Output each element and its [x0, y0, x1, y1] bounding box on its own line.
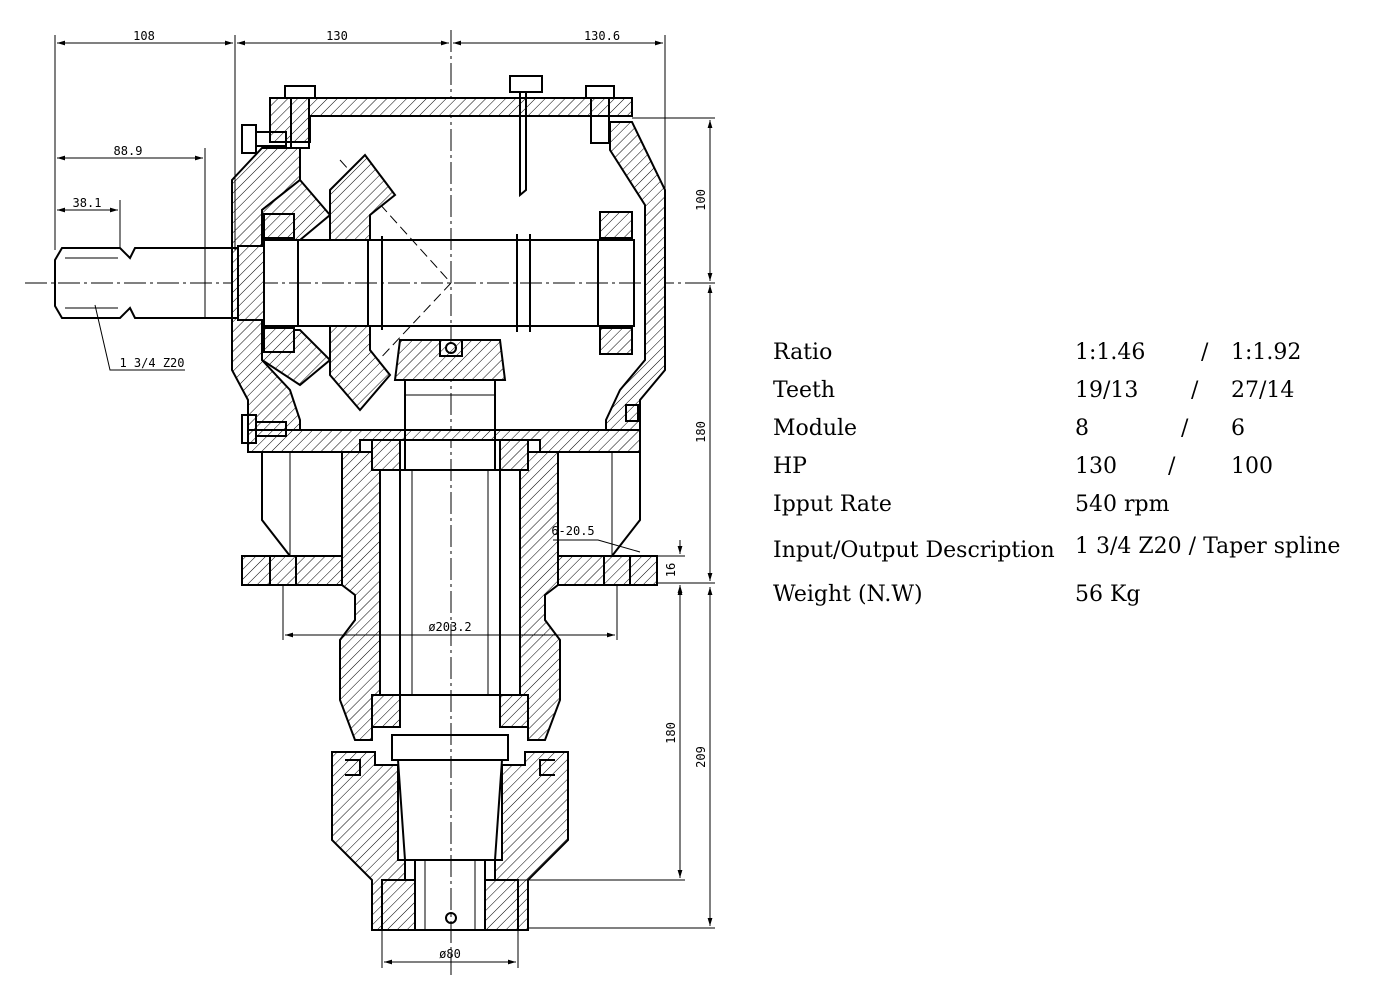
spec-value-2: 6 — [1231, 416, 1245, 441]
spec-separator: / — [1201, 340, 1209, 365]
spec-value-1: 540 rpm — [1075, 492, 1170, 517]
spec-value-1: 130 — [1075, 454, 1117, 479]
spec-row-teeth: Teeth 19/13 / 27/14 — [773, 378, 1373, 408]
spec-separator: / — [1191, 378, 1199, 403]
spec-label: Ratio — [773, 340, 833, 365]
output-shaft — [371, 339, 529, 931]
dim-203-2: ø203.2 — [428, 620, 471, 634]
dim-spline-label: 1 3/4 Z20 — [119, 356, 184, 370]
dim-80: ø80 — [439, 947, 461, 961]
dim-180-lower: 180 — [664, 722, 678, 744]
dim-209: 209 — [694, 746, 708, 768]
dim-100: 100 — [694, 189, 708, 211]
spec-value-2: 1:1.92 — [1231, 340, 1302, 365]
dim-130: 130 — [326, 29, 348, 43]
dim-88-9: 88.9 — [114, 144, 143, 158]
spec-separator: / — [1181, 416, 1189, 441]
spec-label: Ipput Rate — [773, 492, 892, 517]
dim-180-upper: 180 — [694, 421, 708, 443]
spec-value-1: 19/13 — [1075, 378, 1139, 403]
spec-row-ratio: Ratio 1:1.46 / 1:1.92 — [773, 340, 1373, 370]
spec-row-module: Module 8 / 6 — [773, 416, 1373, 446]
spec-row-weight: Weight (N.W) 56 Kg — [773, 582, 1373, 612]
upper-housing — [231, 75, 666, 453]
spec-row-io-description: Input/Output Description 1 3/4 Z20 / Tap… — [773, 534, 1373, 564]
spec-value-1: 1 3/4 Z20 / Taper spline — [1075, 534, 1341, 559]
input-shaft — [54, 153, 635, 412]
spec-separator: / — [1168, 454, 1176, 479]
spec-label: Module — [773, 416, 858, 441]
spec-row-hp: HP 130 / 100 — [773, 454, 1373, 484]
spec-row-input-rate: Ipput Rate 540 rpm — [773, 492, 1373, 522]
dim-16: 16 — [664, 563, 678, 577]
dim-38-1: 38.1 — [73, 196, 102, 210]
spec-label: Teeth — [773, 378, 836, 403]
dim-108: 108 — [133, 29, 155, 43]
lower-housing — [241, 451, 658, 931]
spec-value-2: 27/14 — [1231, 378, 1295, 403]
spec-label: Input/Output Description — [773, 538, 1055, 563]
spec-label: HP — [773, 454, 807, 479]
spec-value-2: 100 — [1231, 454, 1273, 479]
spec-value-1: 8 — [1075, 416, 1089, 441]
spec-value-1: 1:1.46 — [1075, 340, 1146, 365]
dim-130-6: 130.6 — [584, 29, 620, 43]
dim-6-20-5: 6-20.5 — [551, 524, 594, 538]
spec-label: Weight (N.W) — [773, 582, 923, 607]
dimension-lines — [54, 35, 715, 968]
spec-value-1: 56 Kg — [1075, 582, 1141, 607]
